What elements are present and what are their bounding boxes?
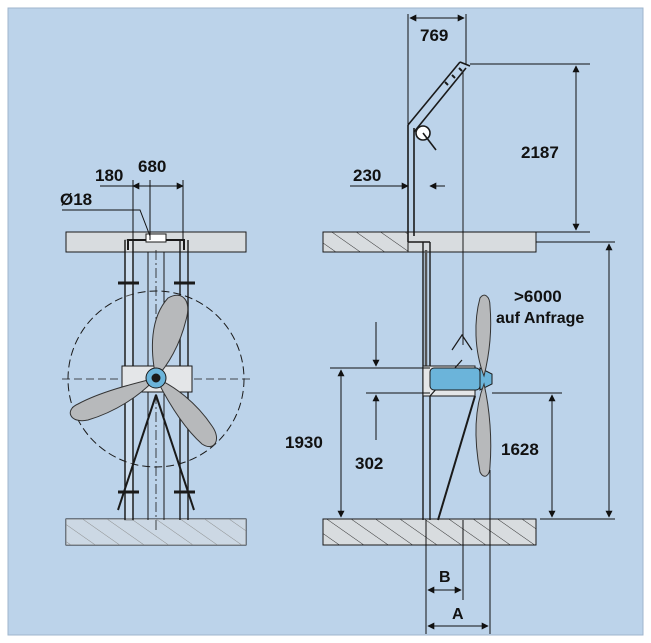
front-view	[62, 231, 250, 546]
front-propeller	[69, 294, 217, 448]
side-view	[322, 61, 537, 546]
motor-body	[429, 367, 481, 391]
side-propeller	[475, 294, 492, 477]
dim-offset-label: 180	[95, 166, 123, 185]
dim-adjust-label: 302	[355, 454, 383, 473]
dim-width-label: 680	[138, 157, 166, 176]
dim-mount-height-label: 1930	[285, 433, 323, 452]
dim-depth-note: auf Anfrage	[496, 310, 584, 327]
dim-crane-height-label: 2187	[521, 143, 559, 162]
dim-rail-label: 230	[353, 166, 381, 185]
front-dimensions	[62, 180, 184, 240]
top-bracket	[145, 233, 167, 243]
side-dimensions	[330, 14, 615, 634]
dim-b-label: B	[439, 569, 451, 586]
dim-hub-height-label: 1628	[501, 440, 539, 459]
dim-a-label: A	[452, 606, 464, 623]
dim-depth-label: >6000	[514, 287, 562, 306]
dim-arm-reach-label: 769	[420, 26, 448, 45]
dim-diameter-label: Ø18	[60, 190, 92, 209]
